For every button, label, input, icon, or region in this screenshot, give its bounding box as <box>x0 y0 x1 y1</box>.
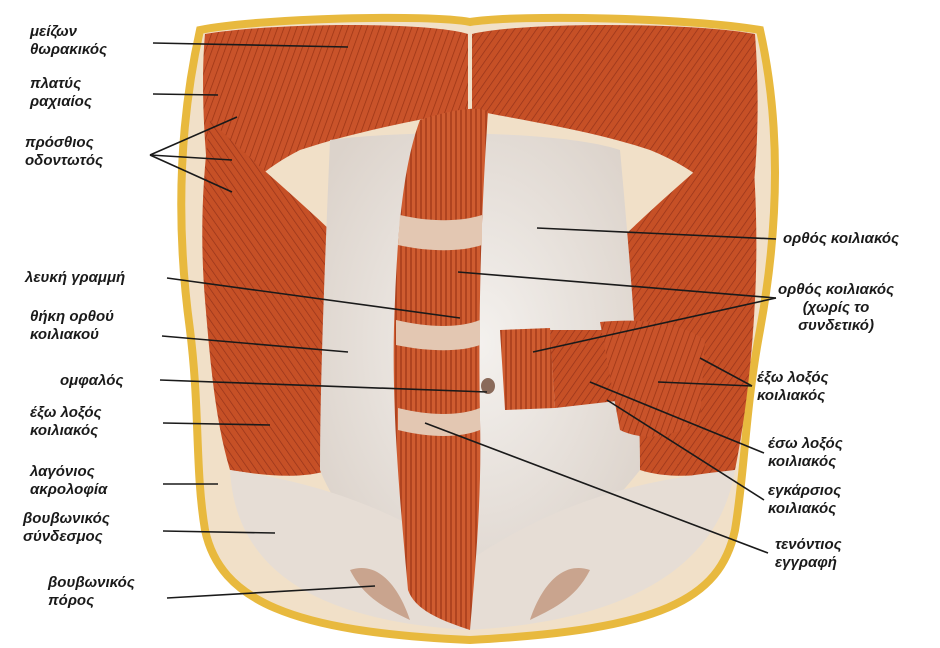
label-tendinous-intersection: τενόντιος εγγραφή <box>775 536 842 572</box>
label-pectoralis-major: μείζων θωρακικός <box>30 23 107 59</box>
label-iliac-crest: λαγόνιος ακρολοφία <box>30 463 107 499</box>
label-rectus-without-sheath: ορθός κοιλιακός (χωρίς το συνδετικό) <box>778 281 894 335</box>
label-latissimus-dorsi: πλατύς ραχιαίος <box>30 75 92 111</box>
umbilicus-mark <box>481 378 495 394</box>
label-external-oblique-right: έξω λοξός κοιλιακός <box>757 369 828 405</box>
rectus-window <box>500 328 555 410</box>
tendinous-band-1 <box>398 215 482 250</box>
label-transversus-abdominis: εγκάρσιος κοιλιακός <box>768 482 841 518</box>
label-rectus-abdominis: ορθός κοιλιακός <box>783 230 899 248</box>
label-serratus-anterior: πρόσθιος οδοντωτός <box>25 134 103 170</box>
label-internal-oblique: έσω λοξός κοιλιακός <box>768 435 843 471</box>
rectus-abdominis-muscle <box>394 109 488 630</box>
label-inguinal-ligament: βουβωνικός σύνδεσμος <box>23 510 110 546</box>
label-rectus-sheath: θήκη ορθού κοιλιακού <box>30 308 114 344</box>
label-umbilicus: ομφαλός <box>60 372 123 390</box>
label-external-oblique-left: έξω λοξός κοιλιακός <box>30 404 101 440</box>
label-linea-alba: λευκή γραμμή <box>25 269 125 287</box>
label-inguinal-canal: βουβωνικός πόρος <box>48 574 135 610</box>
